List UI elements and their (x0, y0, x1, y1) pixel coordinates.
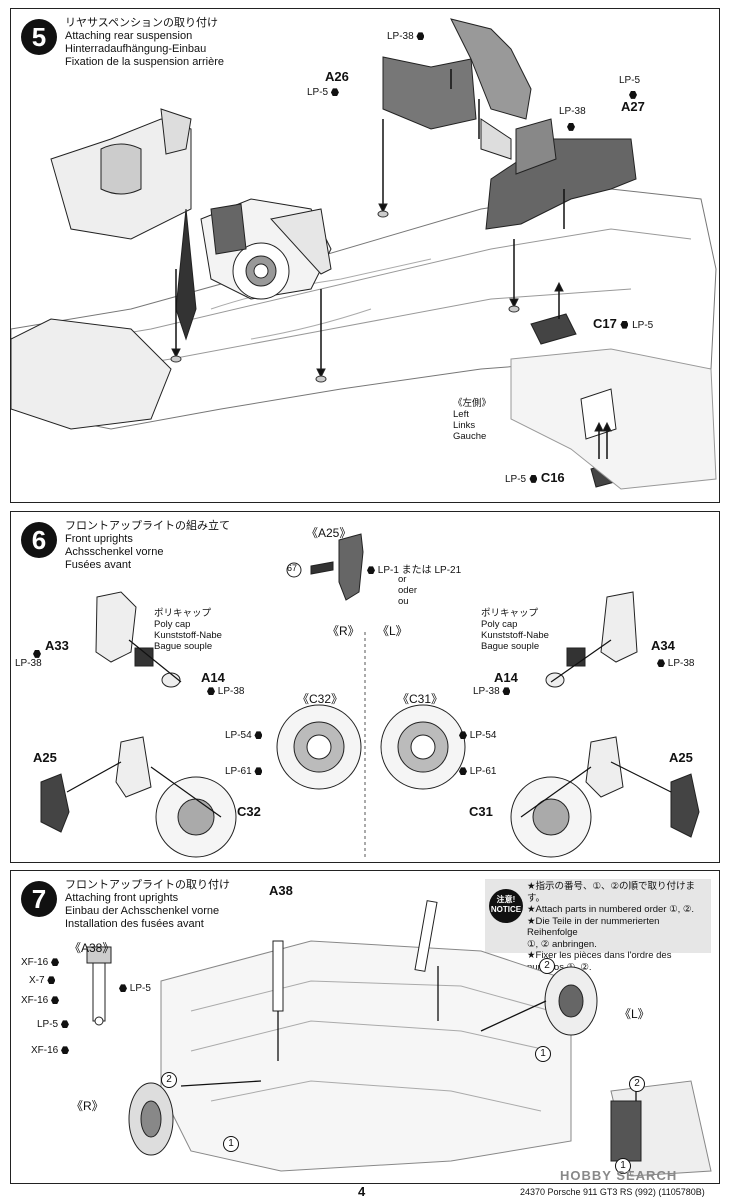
hex-icon (33, 646, 41, 660)
label-a33: A33 (45, 638, 69, 653)
label-a34: A34 (651, 638, 675, 653)
step-order-1: 1 (223, 1135, 239, 1152)
label-lp38-r: LP-38 (15, 658, 42, 669)
title-fr: Fusées avant (65, 559, 132, 571)
hex-icon (567, 119, 575, 133)
label-a14-l: A14 (494, 670, 518, 685)
step-order-2: 2 (539, 957, 555, 974)
step-order-1: 1 (535, 1045, 551, 1062)
watermark: HOBBY SEARCH (560, 1168, 678, 1183)
r-side-mark: 《R》 (71, 1099, 104, 1113)
hex-icon (629, 87, 637, 101)
l-side-mark: 《L》 (377, 624, 408, 638)
label-a25-r: A25 (33, 750, 57, 765)
step-title: リヤサスペンションの取り付け Attaching rear suspension… (65, 17, 224, 69)
notice-badge: 注意! NOTICE (489, 889, 523, 923)
label-a14-r: A14 (201, 670, 225, 685)
label-c16: LP-5 C16 (505, 470, 565, 485)
label-lp54-r: LP-54 (225, 730, 263, 741)
notice-box: 注意! NOTICE ★指示の番号、①、②の順で取り付けます。 ★Attach … (485, 879, 711, 973)
a38-header: 《A38》 (69, 941, 115, 955)
label-lp5-b: LP-5 (37, 1019, 69, 1030)
front-uprights-install-illustration (86, 900, 712, 1177)
label-a25-l: A25 (669, 750, 693, 765)
label-x7: X-7 (29, 975, 56, 986)
step-order-2: 2 (629, 1075, 645, 1092)
label-lp38: LP-38 (387, 31, 425, 42)
label-lp38-l: LP-38 (657, 658, 694, 669)
paint-number-67: 67 (287, 563, 298, 573)
notice-text: ★指示の番号、①、②の順で取り付けます。 ★Attach parts in nu… (527, 881, 696, 973)
r-side-mark: 《R》 (327, 624, 360, 638)
label-a27: A27 (621, 99, 645, 114)
step-order-2: 2 (161, 1071, 177, 1088)
l-side-mark: 《L》 (619, 1007, 650, 1021)
label-lp5-b: LP-5 (619, 75, 641, 86)
label-c32: C32 (237, 804, 261, 819)
front-uprights-illustration (40, 533, 700, 858)
step-title: フロントアップライトの組み立て Front uprights Achsschen… (65, 520, 230, 572)
c32-header: 《C32》 (297, 692, 344, 706)
product-code: 24370 Porsche 911 GT3 RS (992) (1105780B… (520, 1187, 705, 1197)
label-c31: C31 (469, 804, 493, 819)
step-5-panel: 5 リヤサスペンションの取り付け Attaching rear suspensi… (10, 8, 720, 503)
title-jp: リヤサスペンションの取り付け (65, 17, 219, 29)
c31-header: 《C31》 (397, 692, 444, 706)
step-7-panel: 7 フロントアップライトの取り付け Attaching front uprigh… (10, 870, 720, 1184)
polycap-note-r: ポリキャップ Poly cap Kunststoff-Nabe Bague so… (154, 608, 222, 652)
step-number: 6 (21, 522, 57, 558)
title-jp: フロントアップライトの取り付け (65, 879, 230, 891)
label-lp38-r2: LP-38 (207, 686, 244, 697)
label-lp61-l: LP-61 (459, 766, 496, 777)
label-lp61-r: LP-61 (225, 766, 263, 777)
step-6-panel: 6 フロントアップライトの組み立て Front uprights Achssch… (10, 511, 720, 863)
a25-header: 《A25》 (306, 526, 352, 540)
title-en: Attaching front uprights (65, 892, 179, 904)
rear-suspension-illustration (11, 18, 717, 490)
step-order-1: 1 (615, 1157, 631, 1174)
label-lp38-l2: LP-38 (473, 686, 511, 697)
or-note: or oder ou (398, 574, 418, 607)
label-xf16-b: XF-16 (21, 995, 60, 1006)
label-lp5: LP-5 (119, 983, 151, 994)
title-en: Front uprights (65, 533, 133, 545)
label-lp5: LP-5 (307, 87, 339, 98)
title-de: Achsschenkel vorne (65, 546, 164, 558)
label-c17: C17 LP-5 (593, 316, 654, 331)
label-lp54-l: LP-54 (459, 730, 496, 741)
title-de: Einbau der Achsschenkel vorne (65, 905, 220, 917)
title-fr: Installation des fusées avant (65, 918, 204, 930)
page-number: 4 (358, 1184, 366, 1199)
label-lp38-b: LP-38 (559, 106, 586, 117)
step-title: フロントアップライトの取り付け Attaching front uprights… (65, 879, 230, 931)
title-de: Hinterradaufhängung-Einbau (65, 43, 207, 55)
title-en: Attaching rear suspension (65, 30, 193, 42)
step-number: 7 (21, 881, 57, 917)
polycap-note-l: ポリキャップ Poly cap Kunststoff-Nabe Bague so… (481, 608, 549, 652)
step-number: 5 (21, 19, 57, 55)
title-fr: Fixation de la suspension arrière (65, 56, 224, 68)
label-xf16-c: XF-16 (31, 1045, 70, 1056)
label-xf16-a: XF-16 (21, 957, 60, 968)
label-a38: A38 (269, 883, 293, 898)
left-side-note: 《左側》 Left Links Gauche (453, 398, 492, 442)
label-lp1: LP-1 または LP-21 (367, 561, 461, 576)
label-a26: A26 (325, 69, 349, 84)
title-jp: フロントアップライトの組み立て (65, 520, 230, 532)
